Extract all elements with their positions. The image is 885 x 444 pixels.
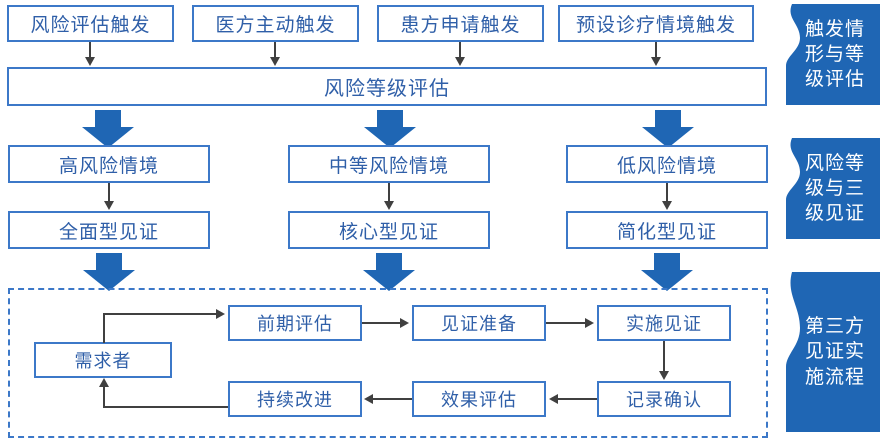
connector-trigger-1 <box>89 42 91 58</box>
process-box-continuous-improvement: 持续改进 <box>228 381 362 417</box>
connector-effect-to-improve <box>373 398 412 400</box>
connector-pre-to-prep <box>362 322 400 324</box>
arrowhead-trigger-2 <box>270 57 280 66</box>
connector-requester-up <box>103 313 105 343</box>
connector-trigger-2 <box>274 42 276 58</box>
risk-assessment-box: 风险等级评估 <box>7 67 767 106</box>
connector-requester-right <box>103 313 216 315</box>
fat-arrow-high <box>82 110 134 152</box>
process-box-witness-execution: 实施见证 <box>597 305 731 341</box>
connector-trigger-3 <box>459 42 461 58</box>
trigger-box-2: 医方主动触发 <box>192 5 359 42</box>
sidebar-panel-trigger-label: 触发情形与等级评估 <box>804 17 865 91</box>
arrowhead-to-exec <box>585 318 594 328</box>
sidebar-panel-risk-level-label: 风险等级与三级见证 <box>804 151 865 225</box>
trigger-box-3: 患方申请触发 <box>377 5 544 42</box>
arrowhead-to-record <box>659 371 669 380</box>
arrowhead-trigger-1 <box>85 57 95 66</box>
fat-arrow-to-process-2 <box>363 253 415 295</box>
connector-requester-return-up <box>103 387 105 408</box>
connector-prep-to-exec <box>546 322 585 324</box>
arrowhead-to-improve <box>364 394 373 404</box>
fat-arrow-to-process-3 <box>641 253 693 295</box>
risk-level-box-low: 低风险情境 <box>566 145 768 183</box>
risk-level-box-high: 高风险情境 <box>8 145 210 183</box>
sidebar-panel-process-label: 第三方见证实施流程 <box>804 315 865 388</box>
fat-arrow-to-process-1 <box>83 253 135 295</box>
connector-medium <box>388 183 390 202</box>
connector-exec-to-record <box>663 341 665 372</box>
arrowhead-to-requester <box>99 378 109 387</box>
arrowhead-to-prep <box>400 318 409 328</box>
process-box-effect-evaluation: 效果评估 <box>412 381 546 417</box>
sidebar-panel-risk-level[interactable]: 风险等级与三级见证 <box>778 138 880 239</box>
ribbon-shape-icon <box>786 272 880 432</box>
connector-improve-to-requester <box>103 406 228 408</box>
connector-trigger-4 <box>655 42 657 58</box>
arrowhead-to-effect <box>549 394 558 404</box>
witness-box-simplified: 简化型见证 <box>566 211 768 249</box>
arrowhead-low <box>662 201 672 210</box>
arrowhead-trigger-3 <box>455 57 465 66</box>
arrowhead-medium <box>384 201 394 210</box>
connector-low <box>666 183 668 202</box>
trigger-box-4: 预设诊疗情境触发 <box>558 5 754 42</box>
fat-arrow-medium <box>364 110 416 152</box>
witness-box-core: 核心型见证 <box>288 211 490 249</box>
connector-record-to-effect <box>558 398 597 400</box>
process-box-requester: 需求者 <box>34 342 172 378</box>
fat-arrow-low <box>642 110 694 152</box>
trigger-box-1: 风险评估触发 <box>7 5 174 42</box>
arrowhead-to-pre-assessment <box>216 309 225 319</box>
ribbon-shape-icon <box>786 4 880 105</box>
process-zone <box>8 288 768 438</box>
process-box-record-confirmation: 记录确认 <box>597 381 731 417</box>
process-box-pre-assessment: 前期评估 <box>228 305 362 341</box>
sidebar-panel-trigger[interactable]: 触发情形与等级评估 <box>778 4 880 105</box>
witness-box-comprehensive: 全面型见证 <box>8 211 210 249</box>
process-box-witness-preparation: 见证准备 <box>412 305 546 341</box>
risk-level-box-medium: 中等风险情境 <box>288 145 490 183</box>
arrowhead-high <box>104 201 114 210</box>
connector-high <box>108 183 110 202</box>
arrowhead-trigger-4 <box>651 57 661 66</box>
sidebar-panel-process[interactable]: 第三方见证实施流程 <box>778 272 880 432</box>
ribbon-shape-icon <box>786 138 880 239</box>
